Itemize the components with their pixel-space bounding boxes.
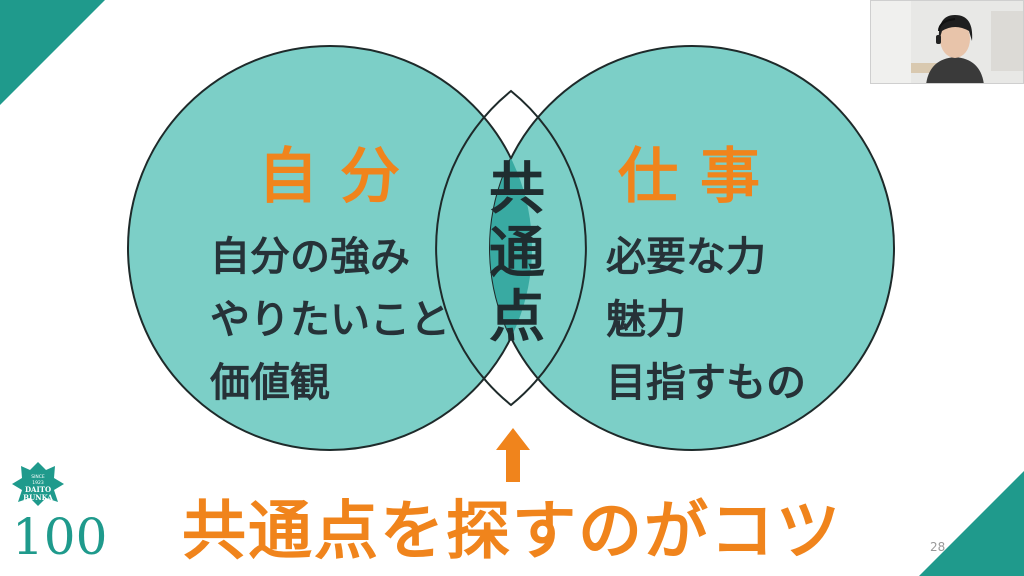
venn-overlap-outline xyxy=(435,89,587,407)
left-item: 価値観 xyxy=(210,360,330,406)
right-heading: 仕事 xyxy=(618,142,782,212)
page-number: 28 xyxy=(930,540,946,554)
daito-bunka-logo-icon: SINCE 1923 DAITO BUNKA 100 xyxy=(12,462,107,558)
overlap-label: 共通点 xyxy=(489,157,545,350)
corner-decoration-top-left xyxy=(0,0,105,105)
webcam-presenter-icon xyxy=(870,0,1024,84)
logo-number: 100 xyxy=(12,508,107,558)
bottom-message: 共通点を探すのがコツ xyxy=(182,495,842,569)
corner-decoration-bottom-right xyxy=(919,471,1024,576)
left-item: やりたいこと xyxy=(210,297,450,343)
right-item: 目指すもの xyxy=(606,360,806,406)
logo-name-2: BUNKA xyxy=(23,493,53,502)
left-heading: 自分 xyxy=(258,142,422,212)
arrow-up-icon xyxy=(496,428,530,482)
left-item: 自分の強み xyxy=(210,234,410,280)
logo-since: SINCE xyxy=(31,474,45,480)
right-item: 魅力 xyxy=(606,297,686,343)
webcam-feed xyxy=(871,1,1023,83)
logo-name-1: DAITO xyxy=(25,485,51,494)
logo-year: 1923 xyxy=(32,480,44,486)
right-item: 必要な力 xyxy=(606,234,766,280)
